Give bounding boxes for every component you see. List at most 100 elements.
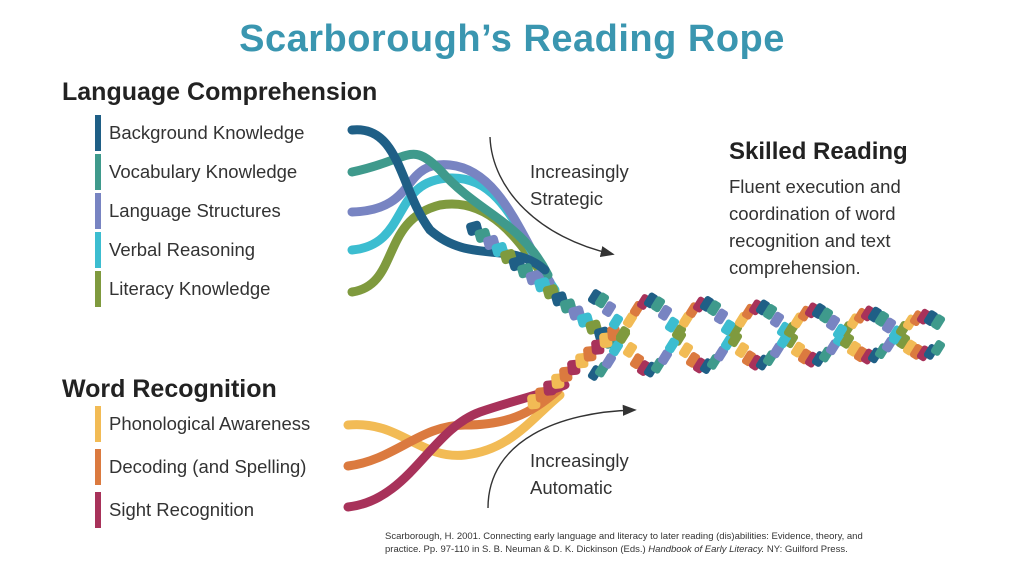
strategic-label: Increasingly Strategic xyxy=(530,158,629,212)
lc-item-label: Literacy Knowledge xyxy=(109,278,271,299)
rope-strand-a-segment xyxy=(762,303,778,320)
rope-strand-a-segment xyxy=(902,339,918,356)
strand-phonological-awareness xyxy=(343,390,565,460)
automatic-arrow xyxy=(487,404,637,509)
rope-strand-a-segment xyxy=(909,343,925,360)
rope-strand-b-segment xyxy=(615,328,631,344)
automatic-label: Increasingly Automatic xyxy=(530,447,629,501)
strand-decoding xyxy=(343,385,563,471)
rope-strand-b-segment xyxy=(587,289,603,305)
wr-item-label: Sight Recognition xyxy=(109,499,255,520)
rope-strand-b-segment xyxy=(734,342,750,358)
citation: Scarborough, H. 2001. Connecting early l… xyxy=(385,530,925,556)
wr-braid-segments xyxy=(527,325,621,410)
rope-strand-b-segment xyxy=(832,323,848,340)
rope-strand-b-segment xyxy=(727,331,743,348)
lc-item-label: Verbal Reasoning xyxy=(109,239,256,260)
rope-strand-b-segment xyxy=(930,314,946,330)
lc-item-label: Language Structures xyxy=(109,200,281,221)
rope-strand-b-segment xyxy=(713,308,729,325)
rope-strand-b-segment xyxy=(636,360,652,376)
skilled-reading-title: Skilled Reading xyxy=(729,138,908,165)
rope-strand-a-segment xyxy=(601,353,617,369)
rope-strand-a-segment xyxy=(881,317,897,334)
lc-item-literacy-knowledge: Literacy Knowledge xyxy=(95,271,304,307)
language-comprehension-strands xyxy=(347,125,565,305)
lc-color-bar xyxy=(95,271,101,307)
word-recognition-list: Phonological Awareness Decoding (and Spe… xyxy=(95,406,311,528)
rope-strand-b-segment xyxy=(706,300,722,316)
rope-strand-b-segment xyxy=(594,292,610,309)
wr-color-bar xyxy=(95,406,101,442)
rope-strand-b-segment xyxy=(825,314,841,331)
rope-strand-a-segment xyxy=(797,348,813,365)
strategic-line-1: Increasingly xyxy=(530,161,629,182)
citation-suffix: NY: Guilford Press. xyxy=(764,544,848,555)
rope-strand-a-segment xyxy=(790,341,806,358)
lc-item-vocabulary-knowledge: Vocabulary Knowledge xyxy=(95,154,304,190)
page-title: Scarborough’s Reading Rope xyxy=(239,18,785,60)
wr-item-sight-recognition: Sight Recognition xyxy=(95,492,310,528)
lc-braid-segments xyxy=(466,220,619,349)
rope-strand-a-segment xyxy=(622,312,638,328)
lc-color-bar xyxy=(95,193,101,229)
rope-strand-a-segment xyxy=(769,311,785,328)
lc-item-language-structures: Language Structures xyxy=(95,193,304,229)
skilled-reading-line: comprehension. xyxy=(729,257,861,278)
rope-strand-a-segment xyxy=(643,292,659,309)
automatic-line-2: Automatic xyxy=(530,477,613,498)
rope-strand-b-segment xyxy=(811,303,827,319)
rope-strand-b-segment xyxy=(657,349,673,366)
wr-item-decoding-spelling: Decoding (and Spelling) xyxy=(95,449,310,485)
citation-prefix: practice. Pp. 97-110 in S. B. Neuman & D… xyxy=(385,544,649,555)
rope-strand-a-segment xyxy=(678,342,694,359)
lc-item-label: Vocabulary Knowledge xyxy=(109,161,298,182)
skilled-reading-line: coordination of word xyxy=(729,203,896,224)
rope-strand-b-segment xyxy=(699,296,715,312)
rope-strand-b-segment xyxy=(629,353,645,370)
citation-line-2: practice. Pp. 97-110 in S. B. Neuman & D… xyxy=(385,543,925,556)
rope-strand-a-segment xyxy=(748,299,764,316)
lc-color-bar xyxy=(95,115,101,151)
lc-item-verbal-reasoning: Verbal Reasoning xyxy=(95,232,304,268)
rope-strand-a-segment xyxy=(692,357,708,374)
lc-item-label: Background Knowledge xyxy=(109,122,305,143)
rope-strand-b-segment xyxy=(741,350,757,367)
rope-strand-b-segment xyxy=(804,302,820,319)
rope-strand-b-segment xyxy=(664,337,680,354)
wr-item-label: Phonological Awareness xyxy=(109,413,311,434)
strategic-arrow xyxy=(489,136,615,258)
rope-strand-b-segment xyxy=(671,324,687,341)
lc-color-bar xyxy=(95,232,101,268)
rope-strand-a-segment xyxy=(608,340,624,357)
skilled-reading-line: Fluent execution and xyxy=(729,176,901,197)
wr-item-phonological-awareness: Phonological Awareness xyxy=(95,406,311,442)
rope-strand-b-segment xyxy=(846,340,862,357)
rope-strand-a-segment xyxy=(650,296,666,313)
rope-strand-b-segment xyxy=(601,301,617,317)
word-recognition-heading: Word Recognition xyxy=(62,375,277,403)
rope-strand-a-segment xyxy=(860,305,876,322)
skilled-reading-description: Fluent execution and coordination of wor… xyxy=(729,173,959,281)
wr-color-bar xyxy=(95,449,101,485)
rope-strand-b-segment xyxy=(923,310,939,326)
rope-strand-a-segment xyxy=(895,333,911,349)
wr-item-label: Decoding (and Spelling) xyxy=(109,456,307,477)
rope-strand-a-segment xyxy=(874,310,890,327)
rope-strand-b-segment xyxy=(853,346,869,363)
automatic-line-1: Increasingly xyxy=(530,450,629,471)
rope-strand-b-segment xyxy=(916,308,932,325)
rope-strand-b-segment xyxy=(622,342,638,358)
skilled-reading-line: recognition and text xyxy=(729,230,891,251)
rope-strand-b-segment xyxy=(839,332,855,349)
citation-line-1: Scarborough, H. 2001. Connecting early l… xyxy=(385,531,863,542)
strategic-line-2: Strategic xyxy=(530,188,604,209)
rope-strand-a-segment xyxy=(867,306,883,323)
rope-strand-a-segment xyxy=(713,345,729,362)
combined-rope xyxy=(587,289,946,381)
rope-strand-a-segment xyxy=(657,304,673,321)
language-comprehension-list: Background Knowledge Vocabulary Knowledg… xyxy=(95,115,305,307)
language-comprehension-heading: Language Comprehension xyxy=(62,78,378,106)
rope-strand-a-segment xyxy=(685,352,701,368)
